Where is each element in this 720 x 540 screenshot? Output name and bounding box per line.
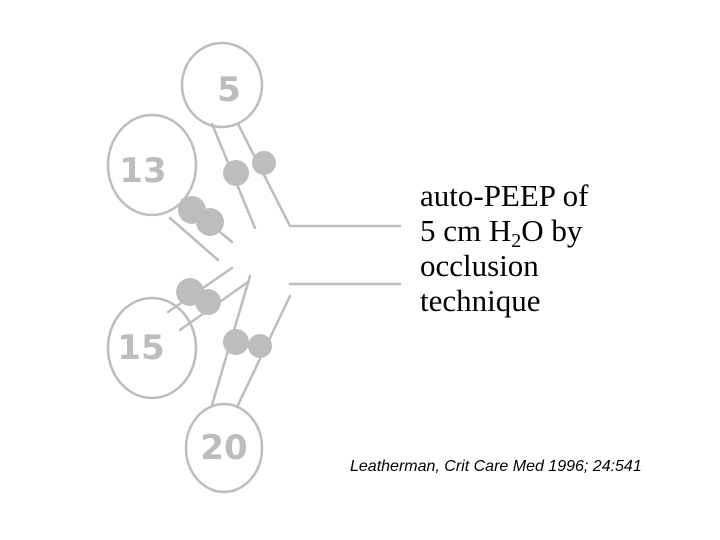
alveolus-label-top: 5 <box>217 70 241 110</box>
caption-line-2-prefix: 5 cm H <box>420 213 512 248</box>
valve-lobe <box>252 151 276 175</box>
alveolus-top-outline <box>180 41 264 129</box>
caption-line-4: technique <box>420 283 541 318</box>
alveolus-upper-left-outline <box>106 113 198 217</box>
alveolus-bottom-outline <box>184 402 264 494</box>
caption-line-2: 5 cm H2O by <box>420 213 710 251</box>
caption-line-3: occlusion <box>420 248 539 283</box>
alveolus-lower-left-outline <box>106 296 198 400</box>
valve-lobe <box>248 334 272 358</box>
caption-subscript: 2 <box>511 230 522 252</box>
citation: Leatherman, Crit Care Med 1996; 24:541 <box>350 458 642 475</box>
caption-line-1: auto-PEEP of <box>420 178 589 213</box>
alveolus-label-lower-left: 15 <box>117 328 164 368</box>
valve-lobe <box>223 160 249 186</box>
valve-lobe <box>196 208 224 236</box>
airway-upper-left-branch-wall <box>168 216 220 262</box>
alveolus-label-upper-left: 13 <box>119 151 166 191</box>
alveolus-label-bottom: 20 <box>200 428 247 468</box>
valve-lobe <box>195 289 221 315</box>
caption-line-2-suffix: O by <box>521 213 583 248</box>
valve-lobe <box>223 329 249 355</box>
caption-text: auto-PEEP of 5 cm H2O by occlusion techn… <box>420 178 710 318</box>
